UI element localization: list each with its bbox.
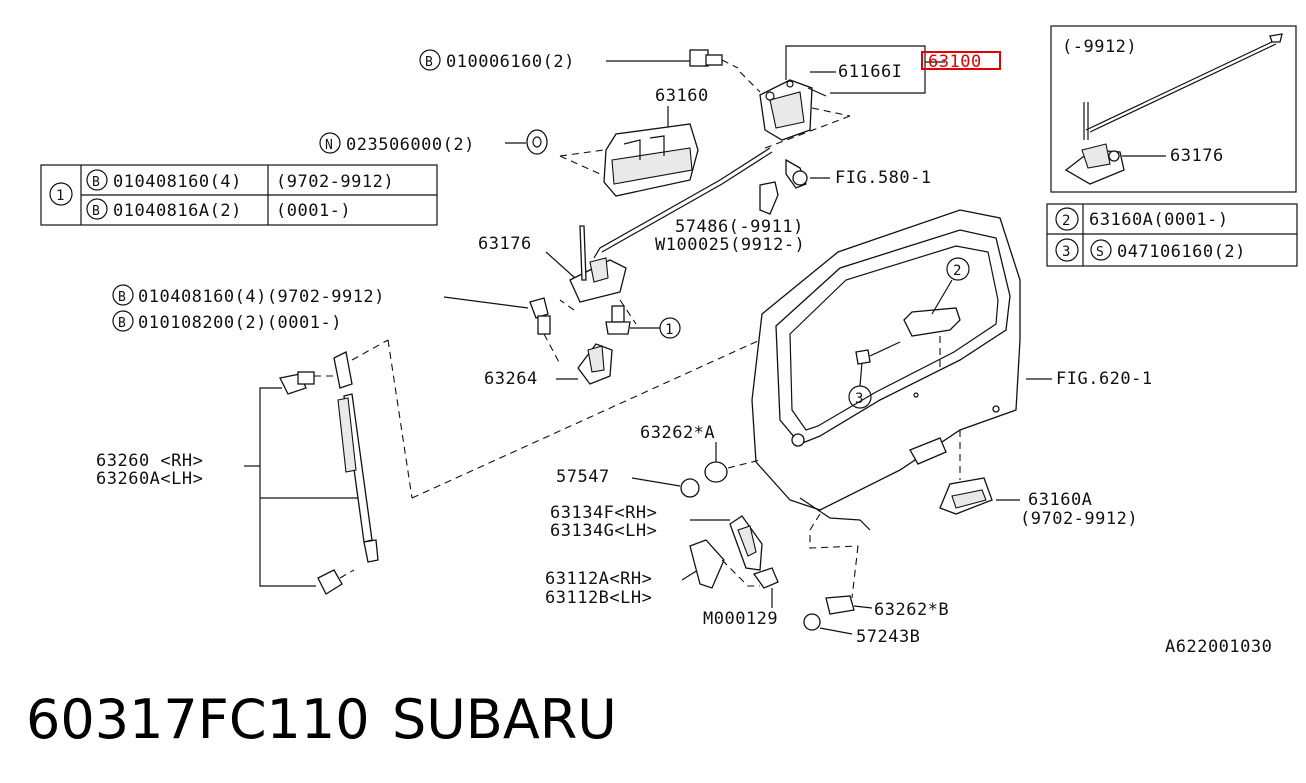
svg-text:023506000(2): 023506000(2): [346, 135, 475, 155]
reference-code: A622001030: [1165, 637, 1272, 657]
bolt-1: 1: [605, 305, 681, 339]
svg-text:57486(-9911): 57486(-9911): [675, 217, 804, 237]
top-bolt-icon: [689, 49, 739, 69]
svg-text:63134F<RH>: 63134F<RH>: [550, 503, 657, 523]
nut-callout: N 023506000(2): [319, 129, 548, 155]
svg-text:B: B: [118, 290, 126, 305]
svg-text:010408160(4): 010408160(4): [113, 172, 242, 192]
svg-text:57547: 57547: [556, 467, 610, 487]
svg-text:1: 1: [56, 188, 65, 204]
svg-text:W100025(9912-): W100025(9912-): [655, 235, 805, 255]
footer-part-number: 60317FC110: [26, 688, 370, 751]
svg-text:M000129: M000129: [703, 609, 778, 629]
svg-text:63160A(0001-): 63160A(0001-): [1089, 210, 1229, 230]
svg-text:N: N: [325, 138, 333, 153]
gas-struts: 63260 <RH> 63260A<LH>: [96, 339, 761, 595]
svg-text:3: 3: [1062, 244, 1071, 260]
svg-text:2: 2: [953, 263, 962, 279]
svg-text:B: B: [118, 316, 126, 331]
table-1: 1 B 010408160(4) (9702-9912) B 01040816A…: [40, 164, 438, 226]
svg-text:2: 2: [1062, 213, 1071, 229]
svg-text:63260 <RH>: 63260 <RH>: [96, 451, 203, 471]
svg-text:010408160(4)(9702-9912): 010408160(4)(9702-9912): [138, 287, 385, 307]
svg-text:B: B: [92, 175, 100, 190]
svg-text:63264: 63264: [484, 369, 538, 389]
svg-text:S: S: [1096, 245, 1104, 260]
svg-text:63160: 63160: [655, 86, 709, 106]
tailgate: FIG.620-1 2 3: [751, 209, 1153, 599]
svg-text:63100: 63100: [928, 52, 982, 72]
inset-detail: (-9912) 63176: [1050, 25, 1297, 193]
svg-text:(9702-9912): (9702-9912): [1020, 509, 1138, 529]
svg-text:1: 1: [665, 322, 674, 338]
svg-text:FIG.620-1: FIG.620-1: [1056, 369, 1153, 389]
grommet-63262a: 63262*A 57547: [556, 423, 761, 498]
svg-text:63112B<LH>: 63112B<LH>: [545, 588, 652, 608]
latch-63176: 63176: [478, 225, 637, 325]
lamp-parts: 63134F<RH> 63134G<LH> 63112A<RH> 63112B<…: [545, 503, 949, 647]
svg-text:63262*B: 63262*B: [874, 600, 949, 620]
svg-text:63176: 63176: [1170, 146, 1224, 166]
svg-text:(0001-): (0001-): [276, 201, 351, 221]
svg-text:57243B: 57243B: [856, 627, 920, 647]
svg-text:010108200(2)(0001-): 010108200(2)(0001-): [138, 313, 342, 333]
svg-text:63134G<LH>: 63134G<LH>: [550, 521, 657, 541]
connector-fig580: FIG.580-1: [785, 158, 932, 189]
latch-motor-callout: 61166I 63100: [785, 45, 1001, 94]
rod-assembly: 57486(-9911) W100025(9912-): [593, 147, 805, 259]
svg-text:010006160(2): 010006160(2): [446, 52, 575, 72]
striker-63264: 63264: [484, 343, 613, 389]
top-bolt-callout: B 010006160(2): [419, 49, 690, 72]
bolt-callout: B 010408160(4)(9702-9912) B 010108200(2)…: [112, 284, 561, 365]
svg-text:047106160(2): 047106160(2): [1117, 242, 1246, 262]
svg-text:63260A<LH>: 63260A<LH>: [96, 469, 203, 489]
footer-brand: SUBARU: [392, 688, 617, 751]
svg-text:63112A<RH>: 63112A<RH>: [545, 569, 652, 589]
highlight-box: [921, 51, 1001, 70]
svg-text:(-9912): (-9912): [1062, 37, 1137, 57]
table-2: 2 63160A(0001-) 3 S 047106160(2): [1046, 203, 1298, 267]
svg-text:01040816A(2): 01040816A(2): [113, 201, 242, 221]
svg-text:B: B: [92, 204, 100, 219]
handle-63160a: 63160A (9702-9912): [939, 477, 1138, 529]
svg-text:61166I: 61166I: [838, 62, 902, 82]
svg-text:3: 3: [855, 391, 864, 407]
handle-63160: 63160: [559, 86, 709, 197]
svg-text:(9702-9912): (9702-9912): [276, 172, 394, 192]
svg-text:63176: 63176: [478, 234, 532, 254]
svg-text:63160A: 63160A: [1028, 490, 1092, 510]
svg-text:B: B: [425, 55, 433, 70]
svg-text:FIG.580-1: FIG.580-1: [835, 168, 932, 188]
svg-text:63262*A: 63262*A: [640, 423, 715, 443]
latch-actuator: [739, 71, 851, 151]
